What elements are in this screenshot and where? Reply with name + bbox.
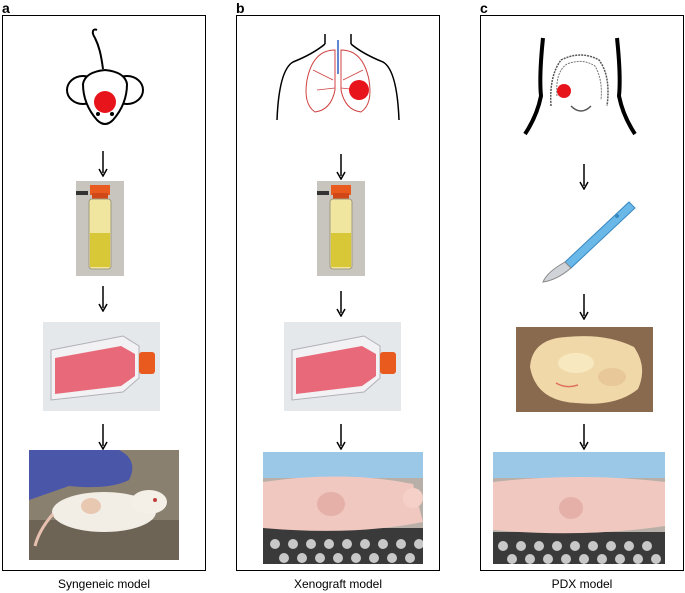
tumor-dot — [557, 84, 571, 98]
panel-letter-c: c — [480, 0, 488, 16]
down-arrow-icon — [579, 424, 589, 450]
scalpel-icon — [542, 201, 636, 283]
syngeneic-mouse-photo — [29, 450, 179, 560]
tumor-dot — [349, 80, 369, 100]
culture-flask-image — [284, 322, 401, 411]
tumor-tissue-photo — [516, 327, 653, 412]
down-arrow-icon — [579, 164, 589, 190]
panel-letter-b: b — [236, 0, 245, 16]
cell-vial-image — [76, 181, 124, 276]
down-arrow-icon — [98, 151, 108, 177]
panel-xenograft — [236, 15, 440, 571]
down-arrow-icon — [336, 291, 346, 317]
panel-letter-a: a — [2, 0, 10, 16]
down-arrow-icon — [336, 424, 346, 450]
caption-xenograft: Xenograft model — [293, 577, 383, 591]
pdx-mouse-photo — [493, 452, 665, 564]
cell-vial-image — [317, 181, 365, 276]
down-arrow-icon — [98, 424, 108, 450]
human-lungs-icon — [276, 34, 400, 121]
human-colon-icon — [523, 37, 637, 136]
panel-syngeneic — [2, 15, 206, 571]
mouse-head-icon — [66, 28, 144, 125]
caption-syngeneic: Syngeneic model — [57, 577, 151, 591]
panel-pdx — [480, 15, 684, 571]
down-arrow-icon — [336, 154, 346, 180]
down-arrow-icon — [98, 286, 108, 312]
caption-pdx: PDX model — [551, 577, 613, 591]
down-arrow-icon — [579, 294, 589, 320]
culture-flask-image — [43, 322, 160, 411]
xenograft-mouse-photo — [263, 452, 423, 564]
tumor-dot — [94, 91, 116, 113]
